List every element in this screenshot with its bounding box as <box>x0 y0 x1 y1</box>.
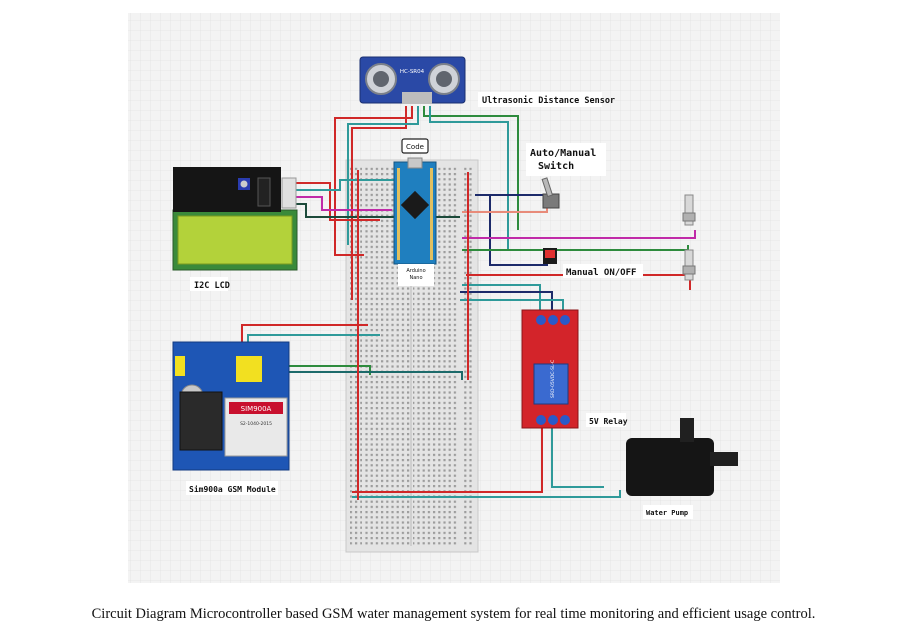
pump-label: Water Pump <box>643 505 693 519</box>
code-button[interactable]: Code <box>401 138 429 154</box>
gsm-module: SIM900A S2-1040-2015 <box>172 341 290 471</box>
ultrasonic-label-text: Ultrasonic Distance Sensor <box>482 95 615 106</box>
arduino-label-line1: Arduino <box>406 268 425 274</box>
manual-onoff-label-text: Manual ON/OFF <box>566 268 636 278</box>
gsm-label: Sim900a GSM Module <box>186 481 278 495</box>
auto-manual-label: Auto/Manual Switch <box>526 143 606 176</box>
lcd-label-text: I2C LCD <box>194 281 230 291</box>
water-pump <box>626 418 738 496</box>
auto-manual-label-line2: Switch <box>538 160 574 172</box>
auto-manual-label-line1: Auto/Manual <box>530 148 596 159</box>
figure-caption: Circuit Diagram Microcontroller based GS… <box>91 606 816 622</box>
ultrasonic-sensor: HC-SR04 <box>359 56 466 104</box>
toggle-switch[interactable] <box>541 177 560 209</box>
pump-label-text: Water Pump <box>646 509 688 517</box>
relay-chip-text: SRD-05VDC-SL-C <box>550 360 556 398</box>
gsm-label-text: Sim900a GSM Module <box>189 484 276 494</box>
sensor-model-text: HC-SR04 <box>400 69 425 75</box>
rocker-switch[interactable] <box>543 248 557 264</box>
relay-label: 5V Relay <box>586 413 628 427</box>
float-switch-upper <box>682 194 696 226</box>
relay-module: SRD-05VDC-SL-C <box>521 309 579 429</box>
lcd-label: I2C LCD <box>190 277 230 291</box>
manual-onoff-label: Manual ON/OFF <box>563 264 643 278</box>
arduino-label-line2: Nano <box>409 275 422 281</box>
gsm-chip-sub-text: S2-1040-2015 <box>240 421 272 427</box>
code-button-label: Code <box>406 143 424 151</box>
ultrasonic-label: Ultrasonic Distance Sensor <box>478 92 615 107</box>
arduino-nano: Arduino Nano <box>393 157 437 286</box>
float-switch-lower <box>682 249 696 281</box>
i2c-lcd <box>172 167 298 271</box>
relay-label-text: 5V Relay <box>589 417 628 426</box>
gsm-chip-text: SIM900A <box>241 405 272 413</box>
